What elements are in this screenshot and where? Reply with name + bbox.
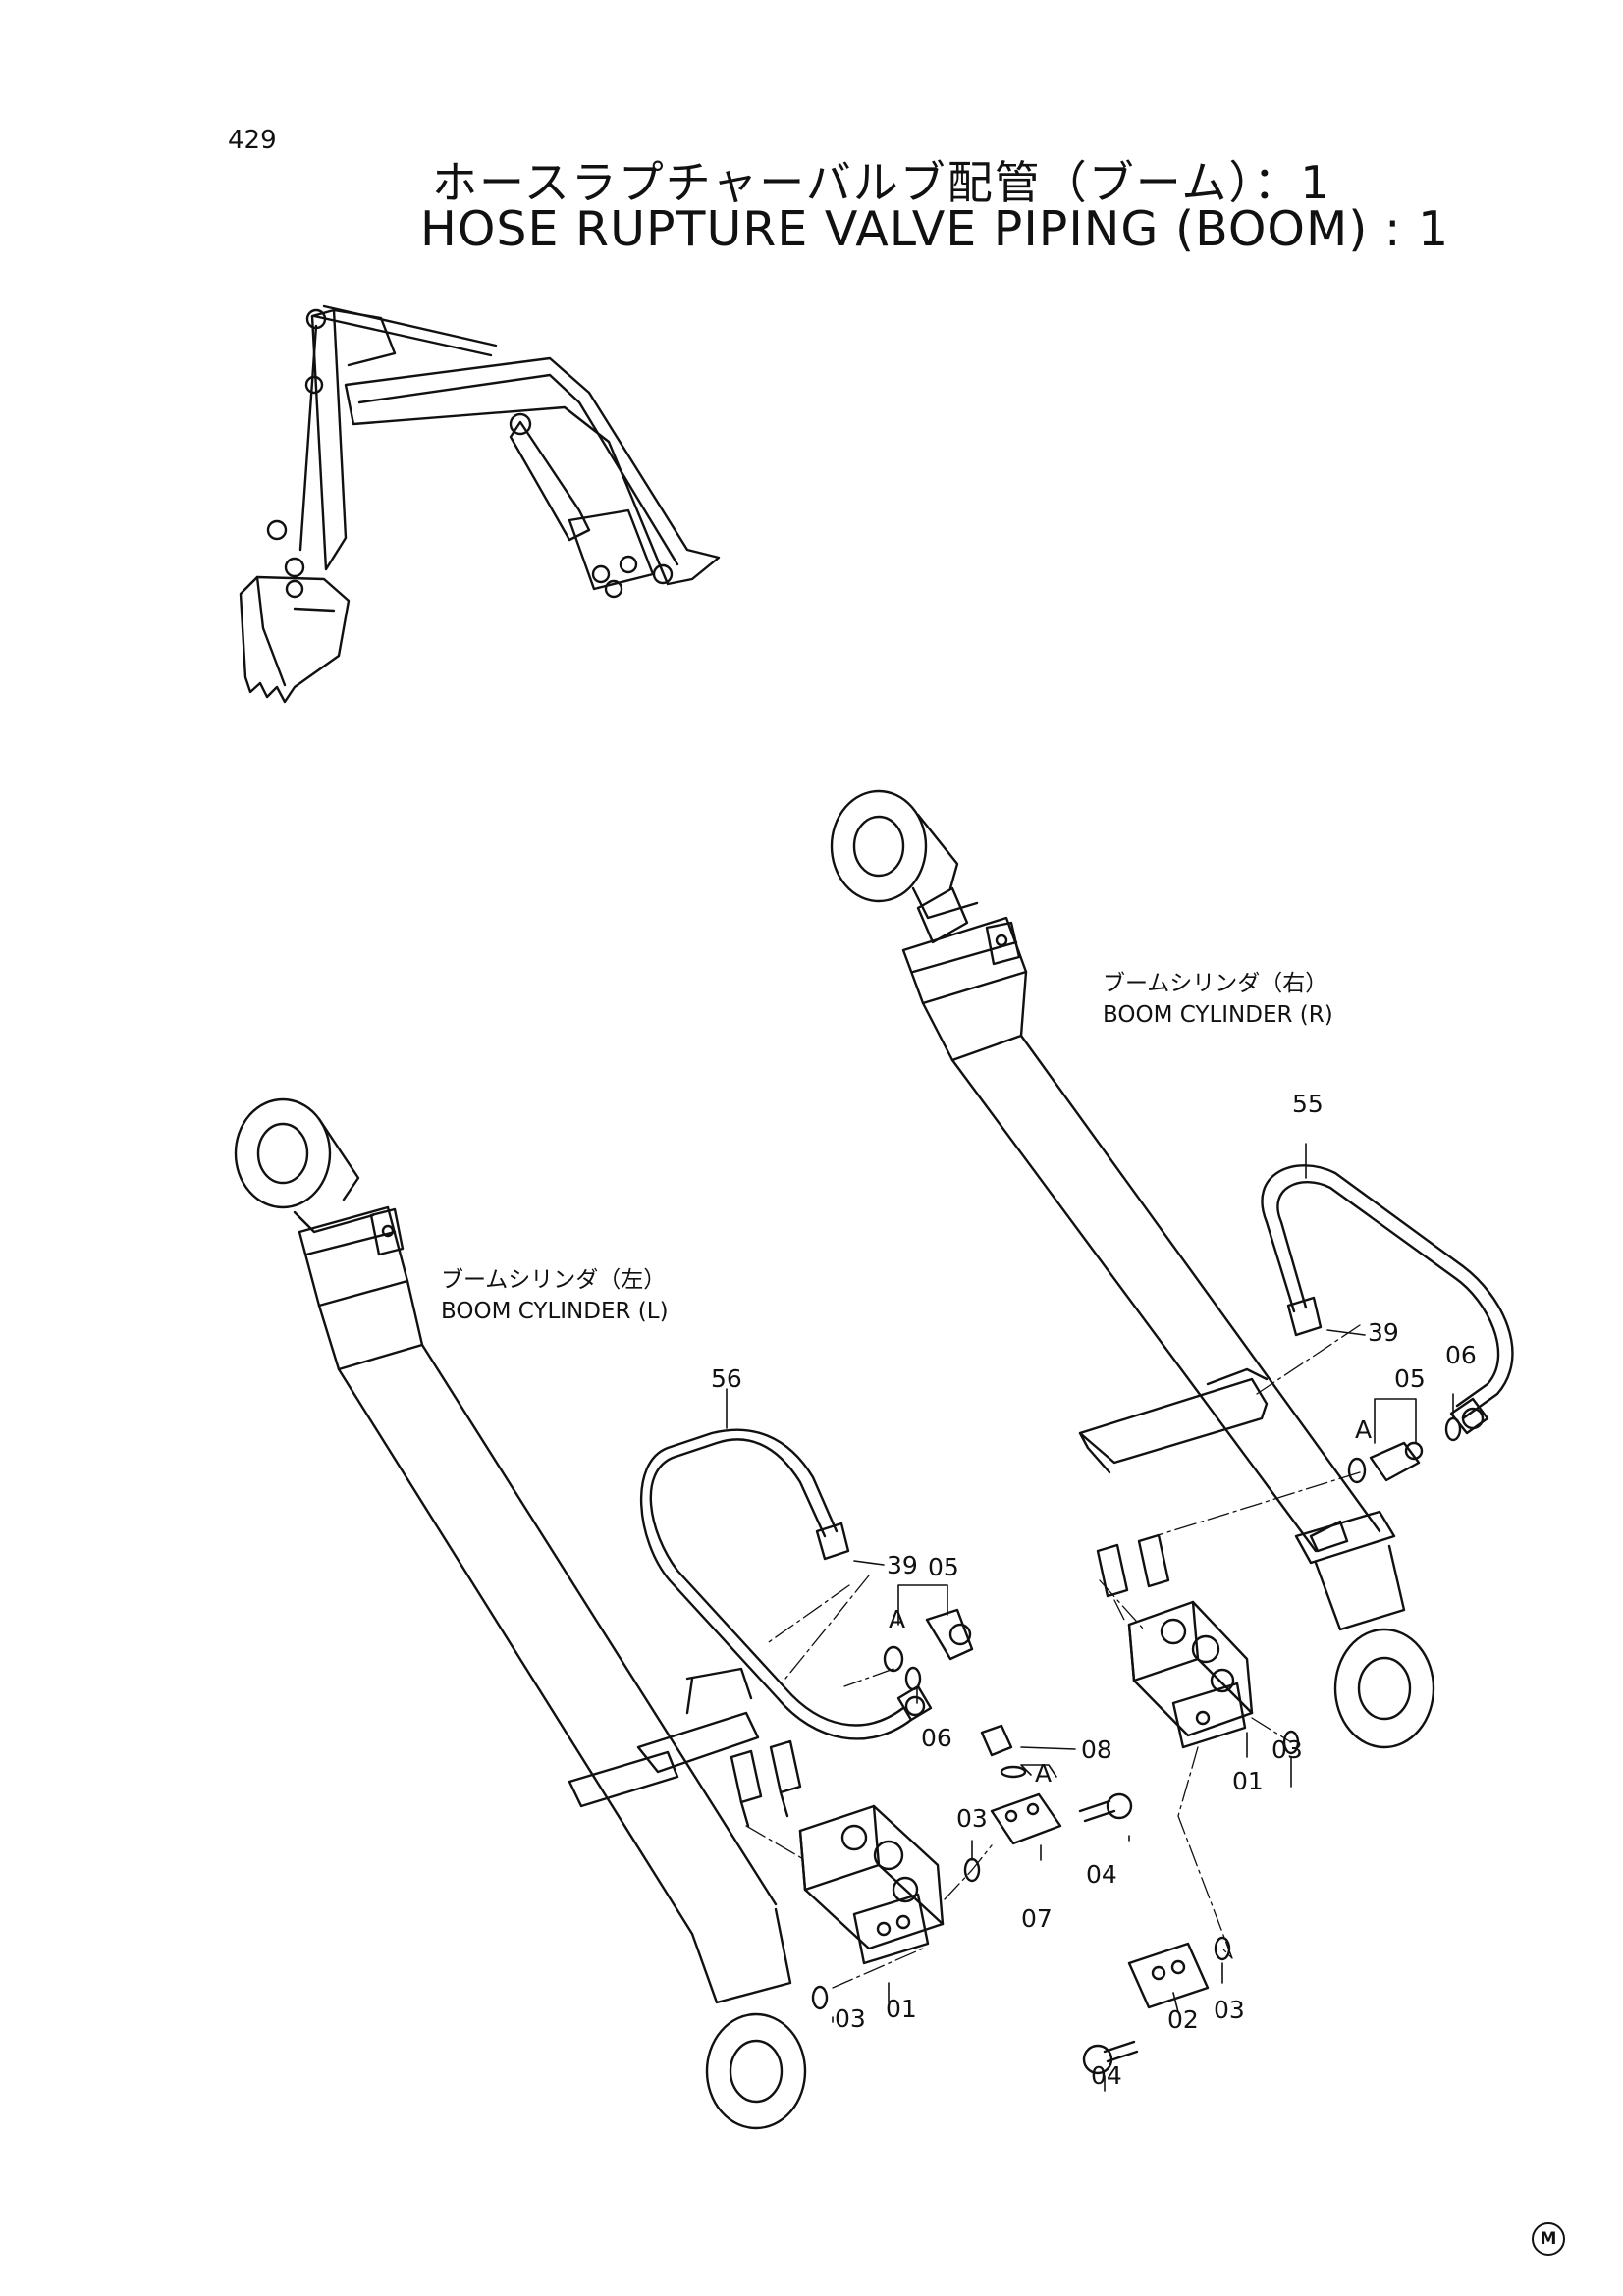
pipe-55: [1261, 1164, 1514, 1435]
callout-01-right: 01: [1232, 1767, 1264, 1795]
boom-cylinder-right: [830, 789, 1435, 1749]
label-boom-cylinder-right-jp: ブームシリンダ（右）: [1103, 971, 1328, 996]
excavator-overview-drawing: [239, 304, 721, 704]
callout-06-right: 06: [1445, 1341, 1477, 1369]
callout-02: 02: [1167, 2005, 1199, 2034]
pipe-56: [640, 1428, 933, 1740]
circled-m-mark: M: [1532, 2222, 1565, 2256]
callout-07: 07: [1021, 1904, 1053, 1933]
callout-A-middle: A: [1035, 1759, 1053, 1788]
leader-lines: [726, 1143, 1454, 2092]
callout-03-lower: 03: [1214, 1996, 1245, 2024]
callout-03-left: 03: [835, 2004, 866, 2033]
page-number: 429: [228, 126, 277, 155]
valve-assembly-left: [730, 1739, 945, 1965]
callout-08: 08: [1081, 1735, 1112, 1764]
callout-A-left: A: [889, 1605, 906, 1633]
callout-56: 56: [711, 1364, 742, 1393]
callout-06-left: 06: [921, 1724, 952, 1752]
callout-03-upper: 03: [956, 1804, 988, 1833]
callout-01-left: 01: [886, 1995, 917, 2023]
centerlines: [745, 1324, 1361, 1989]
label-boom-cylinder-left-jp: ブームシリンダ（左）: [441, 1267, 667, 1293]
callout-A-right: A: [1355, 1415, 1373, 1444]
callout-05-left: 05: [928, 1553, 959, 1581]
label-boom-cylinder-right-en: BOOM CYLINDER (R): [1103, 1002, 1333, 1028]
callout-39-left: 39: [887, 1551, 918, 1579]
callout-05-right: 05: [1394, 1364, 1426, 1393]
loose-parts: [811, 1416, 1462, 2075]
page-title-japanese: ホースラプチャーバルブ配管（ブーム）：1: [432, 156, 1331, 209]
callout-55: 55: [1292, 1090, 1324, 1118]
valve-assembly-right: [1096, 1533, 1254, 1749]
boom-cylinder-left: [234, 1097, 807, 2130]
callout-03-right: 03: [1271, 1735, 1303, 1764]
label-boom-cylinder-left-en: BOOM CYLINDER (L): [441, 1299, 669, 1324]
callout-04-lower: 04: [1091, 2061, 1122, 2090]
callout-39-right: 39: [1368, 1318, 1399, 1347]
callout-04-upper: 04: [1086, 1860, 1117, 1889]
page-title-english: HOSE RUPTURE VALVE PIPING (BOOM) : 1: [420, 201, 1450, 257]
